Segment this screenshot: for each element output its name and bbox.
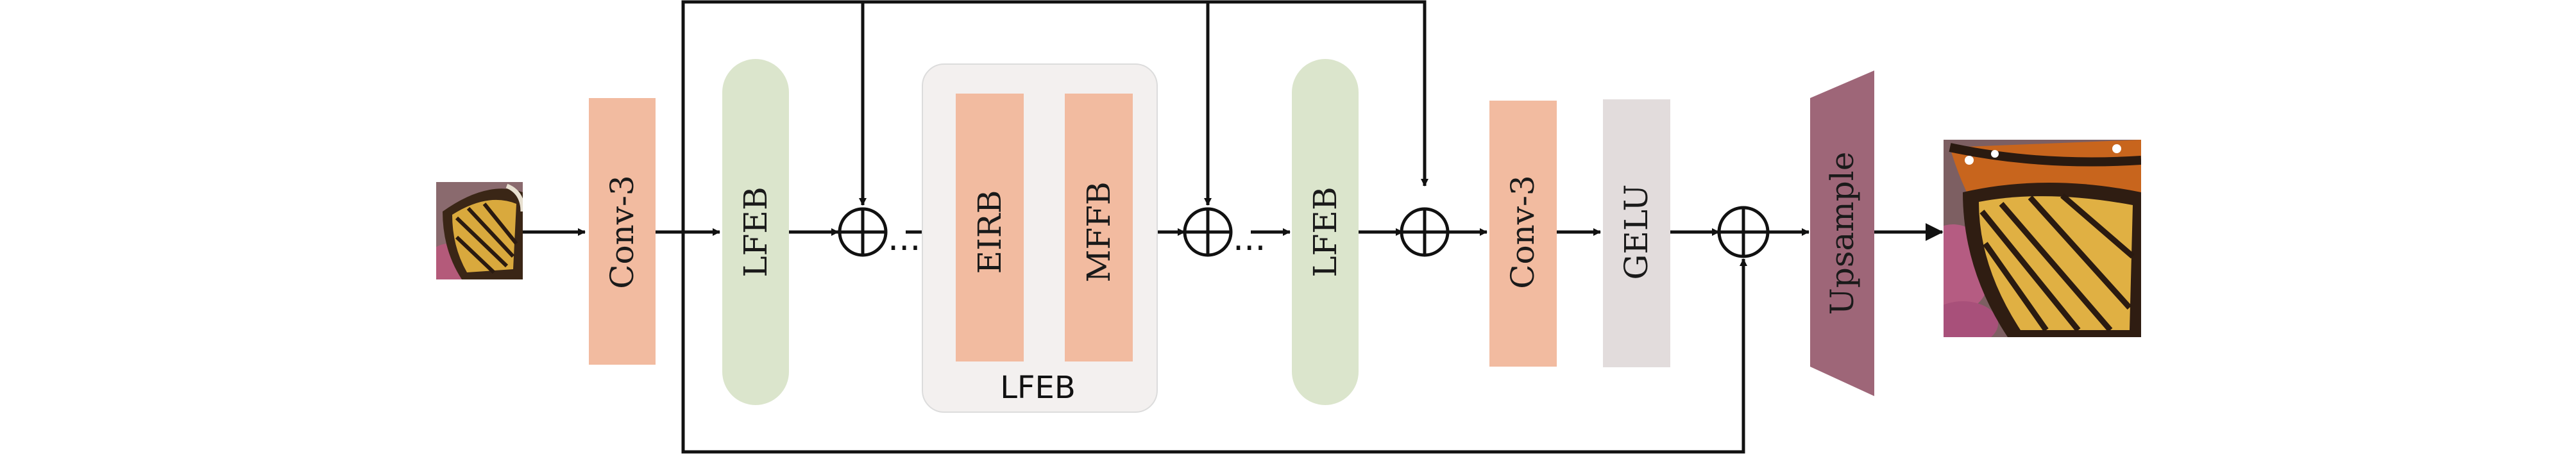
input-image (436, 182, 523, 279)
long-skip-path (681, 232, 1747, 454)
lfeb-block-1: LFEB (722, 59, 789, 405)
mffb-block: MFFB (1065, 94, 1133, 361)
conv-block-2-label: Conv-3 (1504, 175, 1541, 289)
lfeb-block-1-label: LFEB (737, 187, 774, 277)
upsample-block: Upsample (1810, 71, 1874, 396)
add-node-2-icon (1183, 207, 1233, 257)
mffb-block-label: MFFB (1080, 181, 1117, 282)
add-node-1-icon (838, 207, 888, 257)
conv-block-2: Conv-3 (1489, 101, 1557, 367)
output-image (1944, 140, 2141, 337)
global-skip-path (681, 0, 1428, 232)
lfeb-group-caption: LFEB (1000, 370, 1076, 406)
eirb-block-label: EIRB (971, 190, 1008, 274)
conv-block-1: Conv-3 (589, 98, 656, 365)
gelu-block-label: GELU (1618, 184, 1655, 279)
add-node-4-icon (1717, 206, 1770, 258)
butterfly-lr-thumbnail-icon (436, 182, 523, 279)
lfeb-block-3: LFEB (1292, 59, 1359, 405)
lfeb-block-3-label: LFEB (1307, 187, 1344, 277)
upsample-block-label: Upsample (1824, 152, 1861, 315)
add-node-3-icon (1400, 207, 1450, 257)
ellipsis-1: ... (888, 218, 921, 258)
butterfly-sr-thumbnail-icon (1944, 140, 2141, 337)
ellipsis-2: ... (1233, 218, 1266, 258)
conv-block-1-label: Conv-3 (604, 175, 641, 289)
eirb-block: EIRB (956, 94, 1024, 361)
gelu-block: GELU (1603, 99, 1670, 367)
